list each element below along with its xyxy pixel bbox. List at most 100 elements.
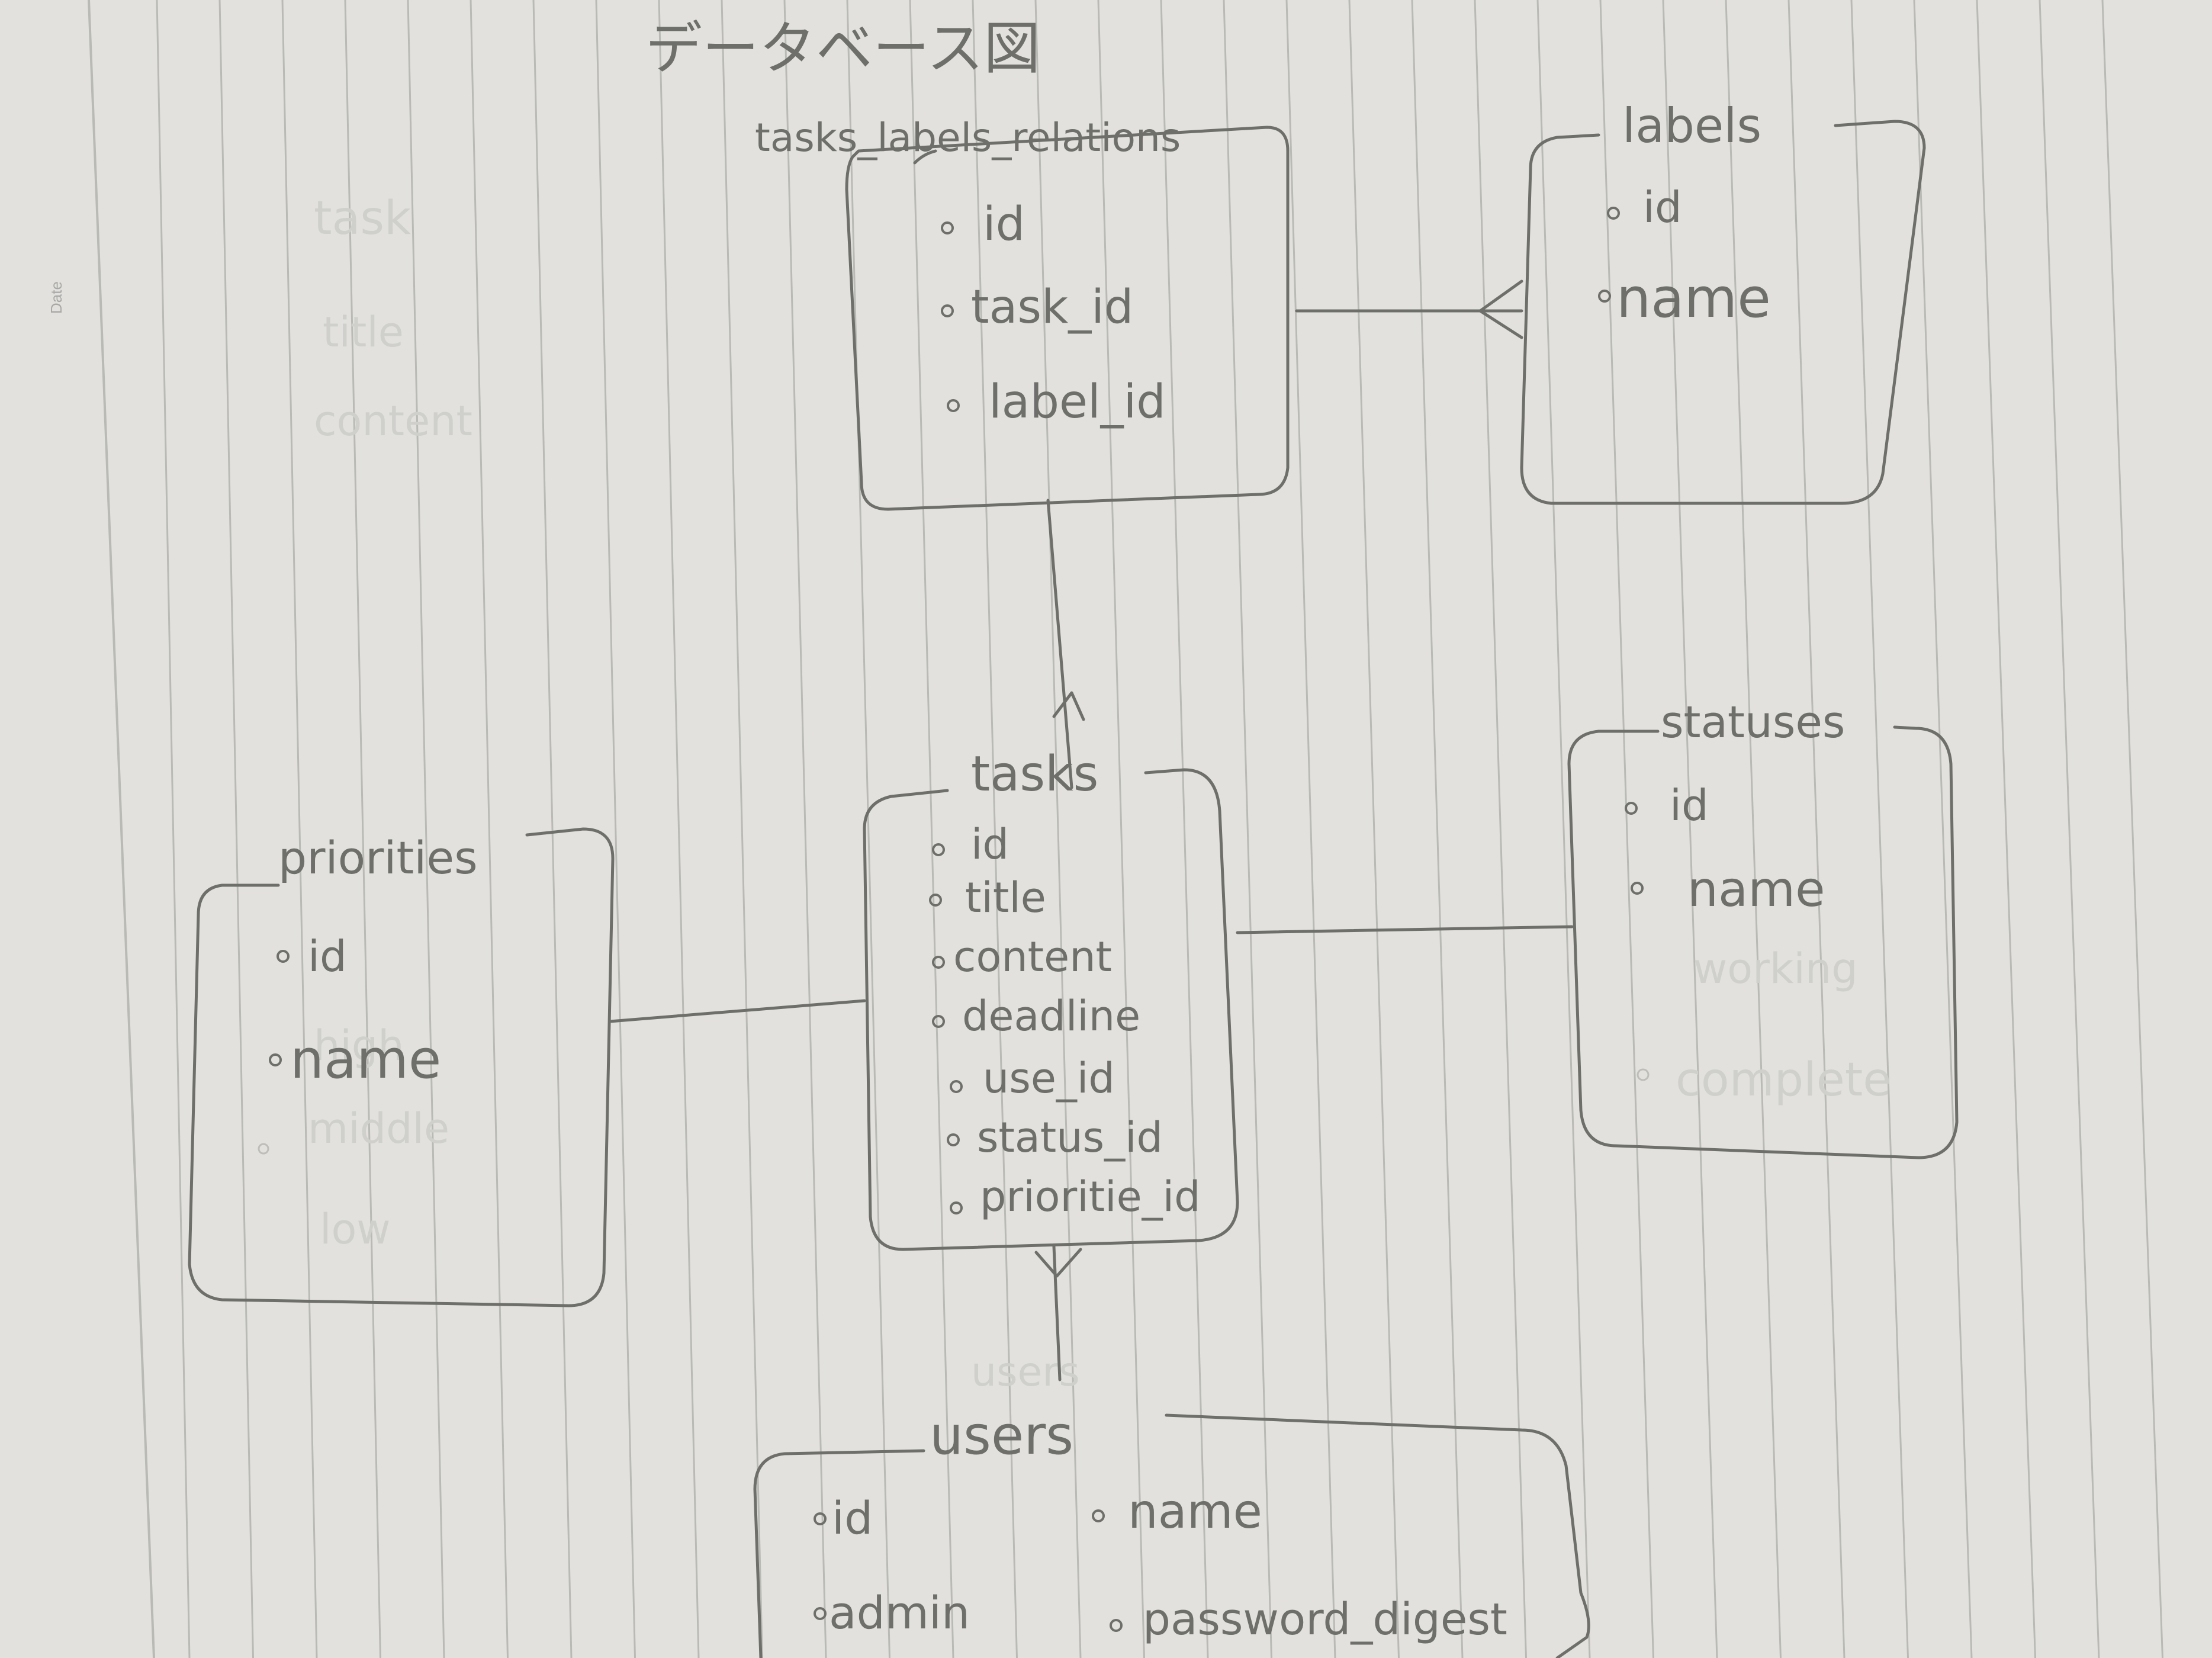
entity-title: tasks_labels_relations xyxy=(755,115,1181,160)
ghost-text: users xyxy=(971,1349,1080,1396)
shapes xyxy=(188,120,1959,1658)
crow-foot-icon xyxy=(1478,279,1523,339)
field: deadline xyxy=(962,992,1140,1040)
bullet-icon xyxy=(932,956,945,969)
field: name xyxy=(1687,862,1825,918)
ruled-line xyxy=(470,0,509,1658)
crow-foot-icon xyxy=(1052,691,1085,721)
bullet-icon xyxy=(1110,1619,1123,1632)
bullet-icon xyxy=(814,1512,827,1525)
ruled-line xyxy=(1285,0,1336,1658)
bullet-icon xyxy=(258,1143,269,1155)
field: status_id xyxy=(977,1113,1163,1162)
ruled-line xyxy=(156,0,191,1658)
field: name xyxy=(1128,1484,1262,1539)
ghost-text: middle xyxy=(308,1104,449,1153)
ruled-line xyxy=(658,0,700,1658)
bullet-icon xyxy=(941,304,954,317)
bullet-icon xyxy=(932,1015,945,1028)
relationship-line xyxy=(1046,499,1073,789)
ruled-line xyxy=(407,0,445,1658)
ruled-line xyxy=(532,0,573,1658)
ghost-text: task xyxy=(314,192,411,245)
ruled-line xyxy=(281,0,318,1658)
ruled-line xyxy=(1787,0,1846,1658)
field: content xyxy=(953,933,1112,981)
crow-foot-icon xyxy=(1034,1248,1082,1278)
ghost-text: content xyxy=(314,397,472,445)
ruled-line xyxy=(1536,0,1591,1658)
ruled-line xyxy=(1662,0,1718,1658)
bullet-icon xyxy=(932,843,945,856)
entity-users: users id name admin password_digest xyxy=(814,1405,1507,1645)
entity-statuses: statuses id name xyxy=(1625,697,1845,1081)
ruled-line xyxy=(1034,0,1082,1658)
field: name xyxy=(1616,266,1771,330)
ruled-line xyxy=(2101,0,2163,1658)
bullet-icon xyxy=(950,1201,963,1214)
ruled-line xyxy=(1599,0,1654,1658)
relationship-line xyxy=(1236,925,1574,934)
entity-box-tasks xyxy=(863,768,1239,1251)
ruled-line xyxy=(1725,0,1782,1658)
ruled-line xyxy=(1160,0,1209,1658)
ruled-line xyxy=(2039,0,2100,1658)
ruled-line xyxy=(595,0,636,1658)
entity-tasks: tasks id title content deadline use_id s… xyxy=(929,746,1201,1221)
entity-title: labels xyxy=(1622,98,1761,153)
field: use_id xyxy=(983,1054,1115,1103)
stroke xyxy=(913,149,937,165)
bullet-icon xyxy=(947,399,960,412)
entity-title: users xyxy=(930,1405,1073,1467)
bullet-icon xyxy=(814,1607,827,1620)
bullet-icon xyxy=(1598,290,1611,303)
ruled-line xyxy=(909,0,954,1658)
entity-priorities: priorities id name xyxy=(258,831,478,1155)
field: title xyxy=(965,873,1046,922)
field: id xyxy=(832,1492,873,1544)
erased-writing: task title content working complete high… xyxy=(308,192,1891,1396)
ruled-line xyxy=(1411,0,1464,1658)
field: id xyxy=(983,198,1025,251)
field: admin xyxy=(829,1586,970,1639)
ruled-line xyxy=(218,0,254,1658)
ghost-text: complete xyxy=(1676,1053,1891,1107)
field: task_id xyxy=(971,281,1133,334)
relationship-line xyxy=(608,999,866,1023)
bullet-icon xyxy=(947,1133,960,1146)
entity-box-labels xyxy=(1520,120,1926,505)
entity-box-tasks-labels-relations xyxy=(845,126,1290,511)
bullet-icon xyxy=(929,894,942,907)
entity-title: priorities xyxy=(278,831,478,884)
margin-line xyxy=(88,0,155,1658)
ruled-line xyxy=(1348,0,1400,1658)
bullet-icon xyxy=(1625,802,1638,815)
field: id xyxy=(1670,780,1709,830)
field: id xyxy=(971,820,1009,869)
bullet-icon xyxy=(269,1053,282,1066)
ruled-line xyxy=(1913,0,1973,1658)
ruled-line xyxy=(1976,0,2036,1658)
ruled-line xyxy=(1097,0,1145,1658)
entity-title: statuses xyxy=(1661,697,1845,748)
entity-box-users xyxy=(753,1413,1590,1658)
ghost-text: low xyxy=(320,1205,391,1254)
ruled-line xyxy=(783,0,827,1658)
bullet-icon xyxy=(1607,207,1620,220)
ruled-line xyxy=(344,0,381,1658)
ghost-text: high xyxy=(314,1021,404,1070)
bullet-icon xyxy=(1631,882,1644,895)
field: password_digest xyxy=(1143,1594,1507,1645)
entity-title: tasks xyxy=(971,746,1098,802)
entity-box-statuses xyxy=(1567,725,1959,1159)
ruled-line xyxy=(1850,0,1909,1658)
entity-box-priorities xyxy=(188,827,615,1307)
field: name xyxy=(290,1029,441,1091)
bullet-icon xyxy=(1092,1509,1105,1522)
field: id xyxy=(308,931,347,981)
ruled-line xyxy=(1223,0,1272,1658)
field: label_id xyxy=(989,375,1166,429)
ruled-line xyxy=(846,0,890,1658)
